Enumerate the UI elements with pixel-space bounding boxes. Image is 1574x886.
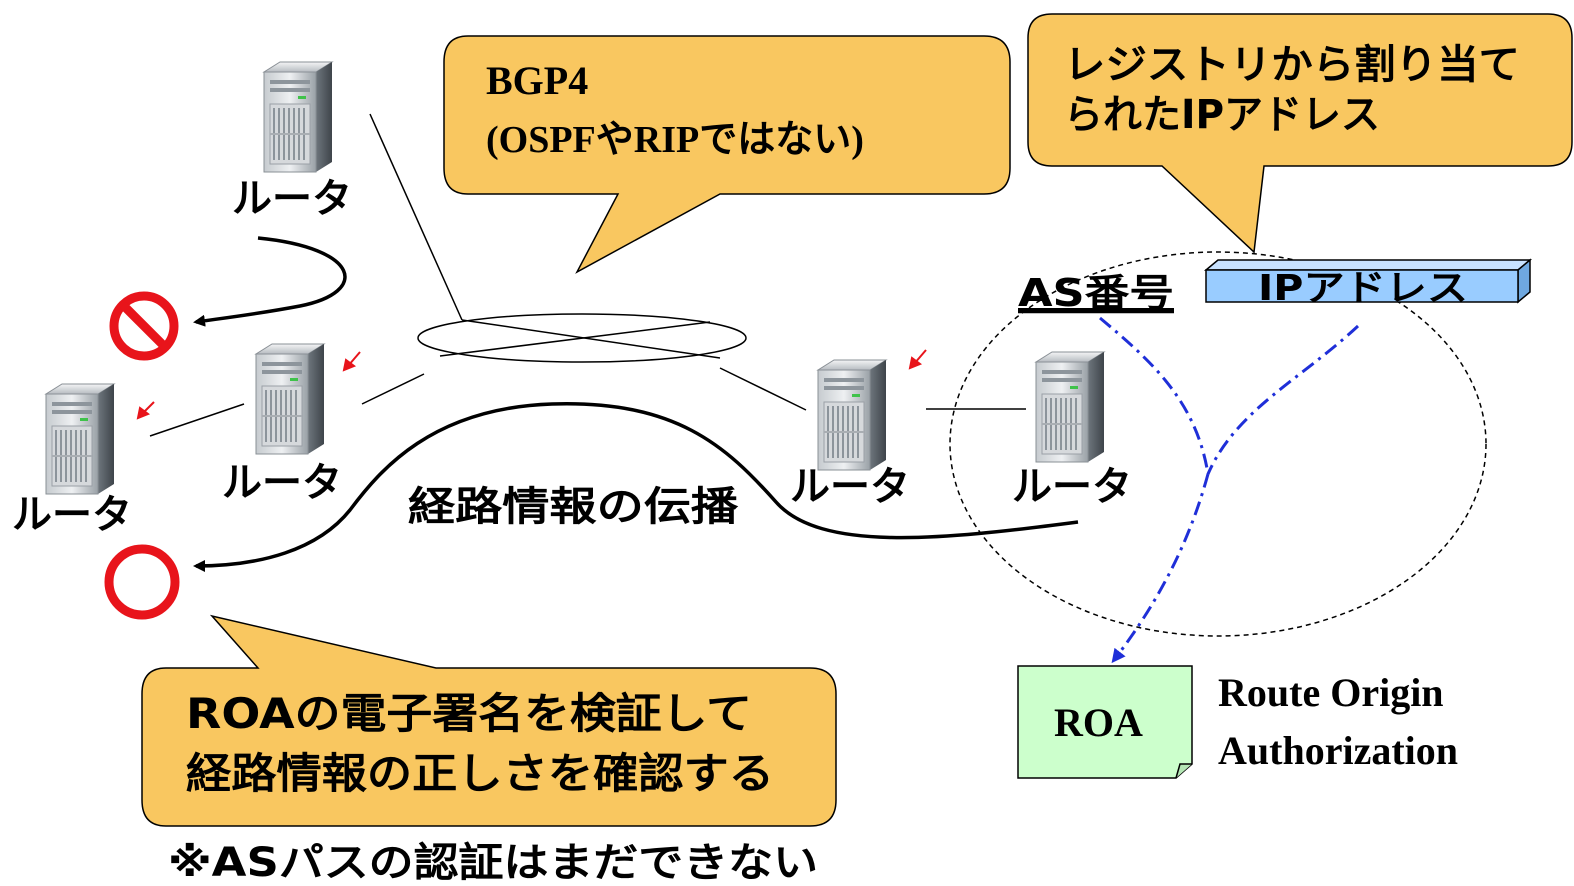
footnote: ※ASパスの認証はまだできない	[168, 840, 818, 886]
internet-ellipse	[417, 313, 747, 363]
router-icon-top	[263, 61, 333, 173]
link-router-to-router	[149, 403, 245, 437]
router-icon-left-mid	[255, 343, 325, 455]
red-arrow-icon	[342, 351, 361, 372]
red-arrow-icon	[908, 349, 927, 370]
roa-full-name-line1: Route Origin	[1218, 670, 1444, 715]
roa-binding-lines	[1099, 316, 1360, 664]
as-boundary	[949, 251, 1487, 637]
link-cloud-to-router	[719, 367, 807, 411]
as-number-label: AS番号	[1018, 271, 1174, 315]
router-label-center-right: ルータ	[790, 464, 910, 510]
router-label-right: ルータ	[1012, 464, 1132, 510]
roa-verify-line2: 経路情報の正しさを確認する	[186, 749, 774, 798]
router-label-top: ルータ	[232, 176, 352, 222]
link-router-to-cloud	[361, 373, 425, 405]
propagation-label: 経路情報の伝播	[408, 484, 739, 530]
roa-verify-line1: ROAの電子署名を検証して	[186, 689, 752, 738]
registry-callout: レジストリから割り当て られたIPアドレス	[1027, 13, 1573, 254]
link-lines	[149, 113, 1026, 437]
roa-document: ROA	[1017, 665, 1193, 779]
bgp-callout-line2: (OSPFやRIPではない)	[486, 119, 864, 161]
ip-address-box: IPアドレス	[1203, 258, 1533, 309]
roa-box-label: ROA	[1054, 700, 1143, 745]
bgp-callout: BGP4 (OSPFやRIPではない)	[443, 35, 1011, 274]
bgp-callout-line1: BGP4	[486, 58, 588, 103]
red-arrow-icons	[136, 349, 927, 420]
registry-callout-line1: レジストリから割り当て	[1064, 42, 1520, 88]
prohibited-icon	[109, 291, 179, 361]
accepted-route-arrow	[193, 402, 1079, 572]
roa-verify-callout: ROAの電子署名を検証して 経路情報の正しさを確認する	[141, 614, 837, 827]
router-icon-far-left	[45, 383, 115, 495]
router-icon-center-right	[817, 359, 887, 471]
link-top-router	[369, 113, 463, 321]
registry-callout-line2: られたIPアドレス	[1064, 92, 1380, 138]
ip-address-label: IPアドレス	[1258, 268, 1468, 309]
red-arrow-icon	[136, 401, 155, 420]
router-icon-right	[1035, 351, 1105, 463]
router-label-far-left: ルータ	[12, 492, 132, 538]
router-label-left-mid: ルータ	[222, 460, 342, 506]
rejected-route-arrow	[193, 236, 347, 327]
roa-full-name-line2: Authorization	[1218, 728, 1458, 773]
accepted-circle-icon	[104, 544, 180, 620]
